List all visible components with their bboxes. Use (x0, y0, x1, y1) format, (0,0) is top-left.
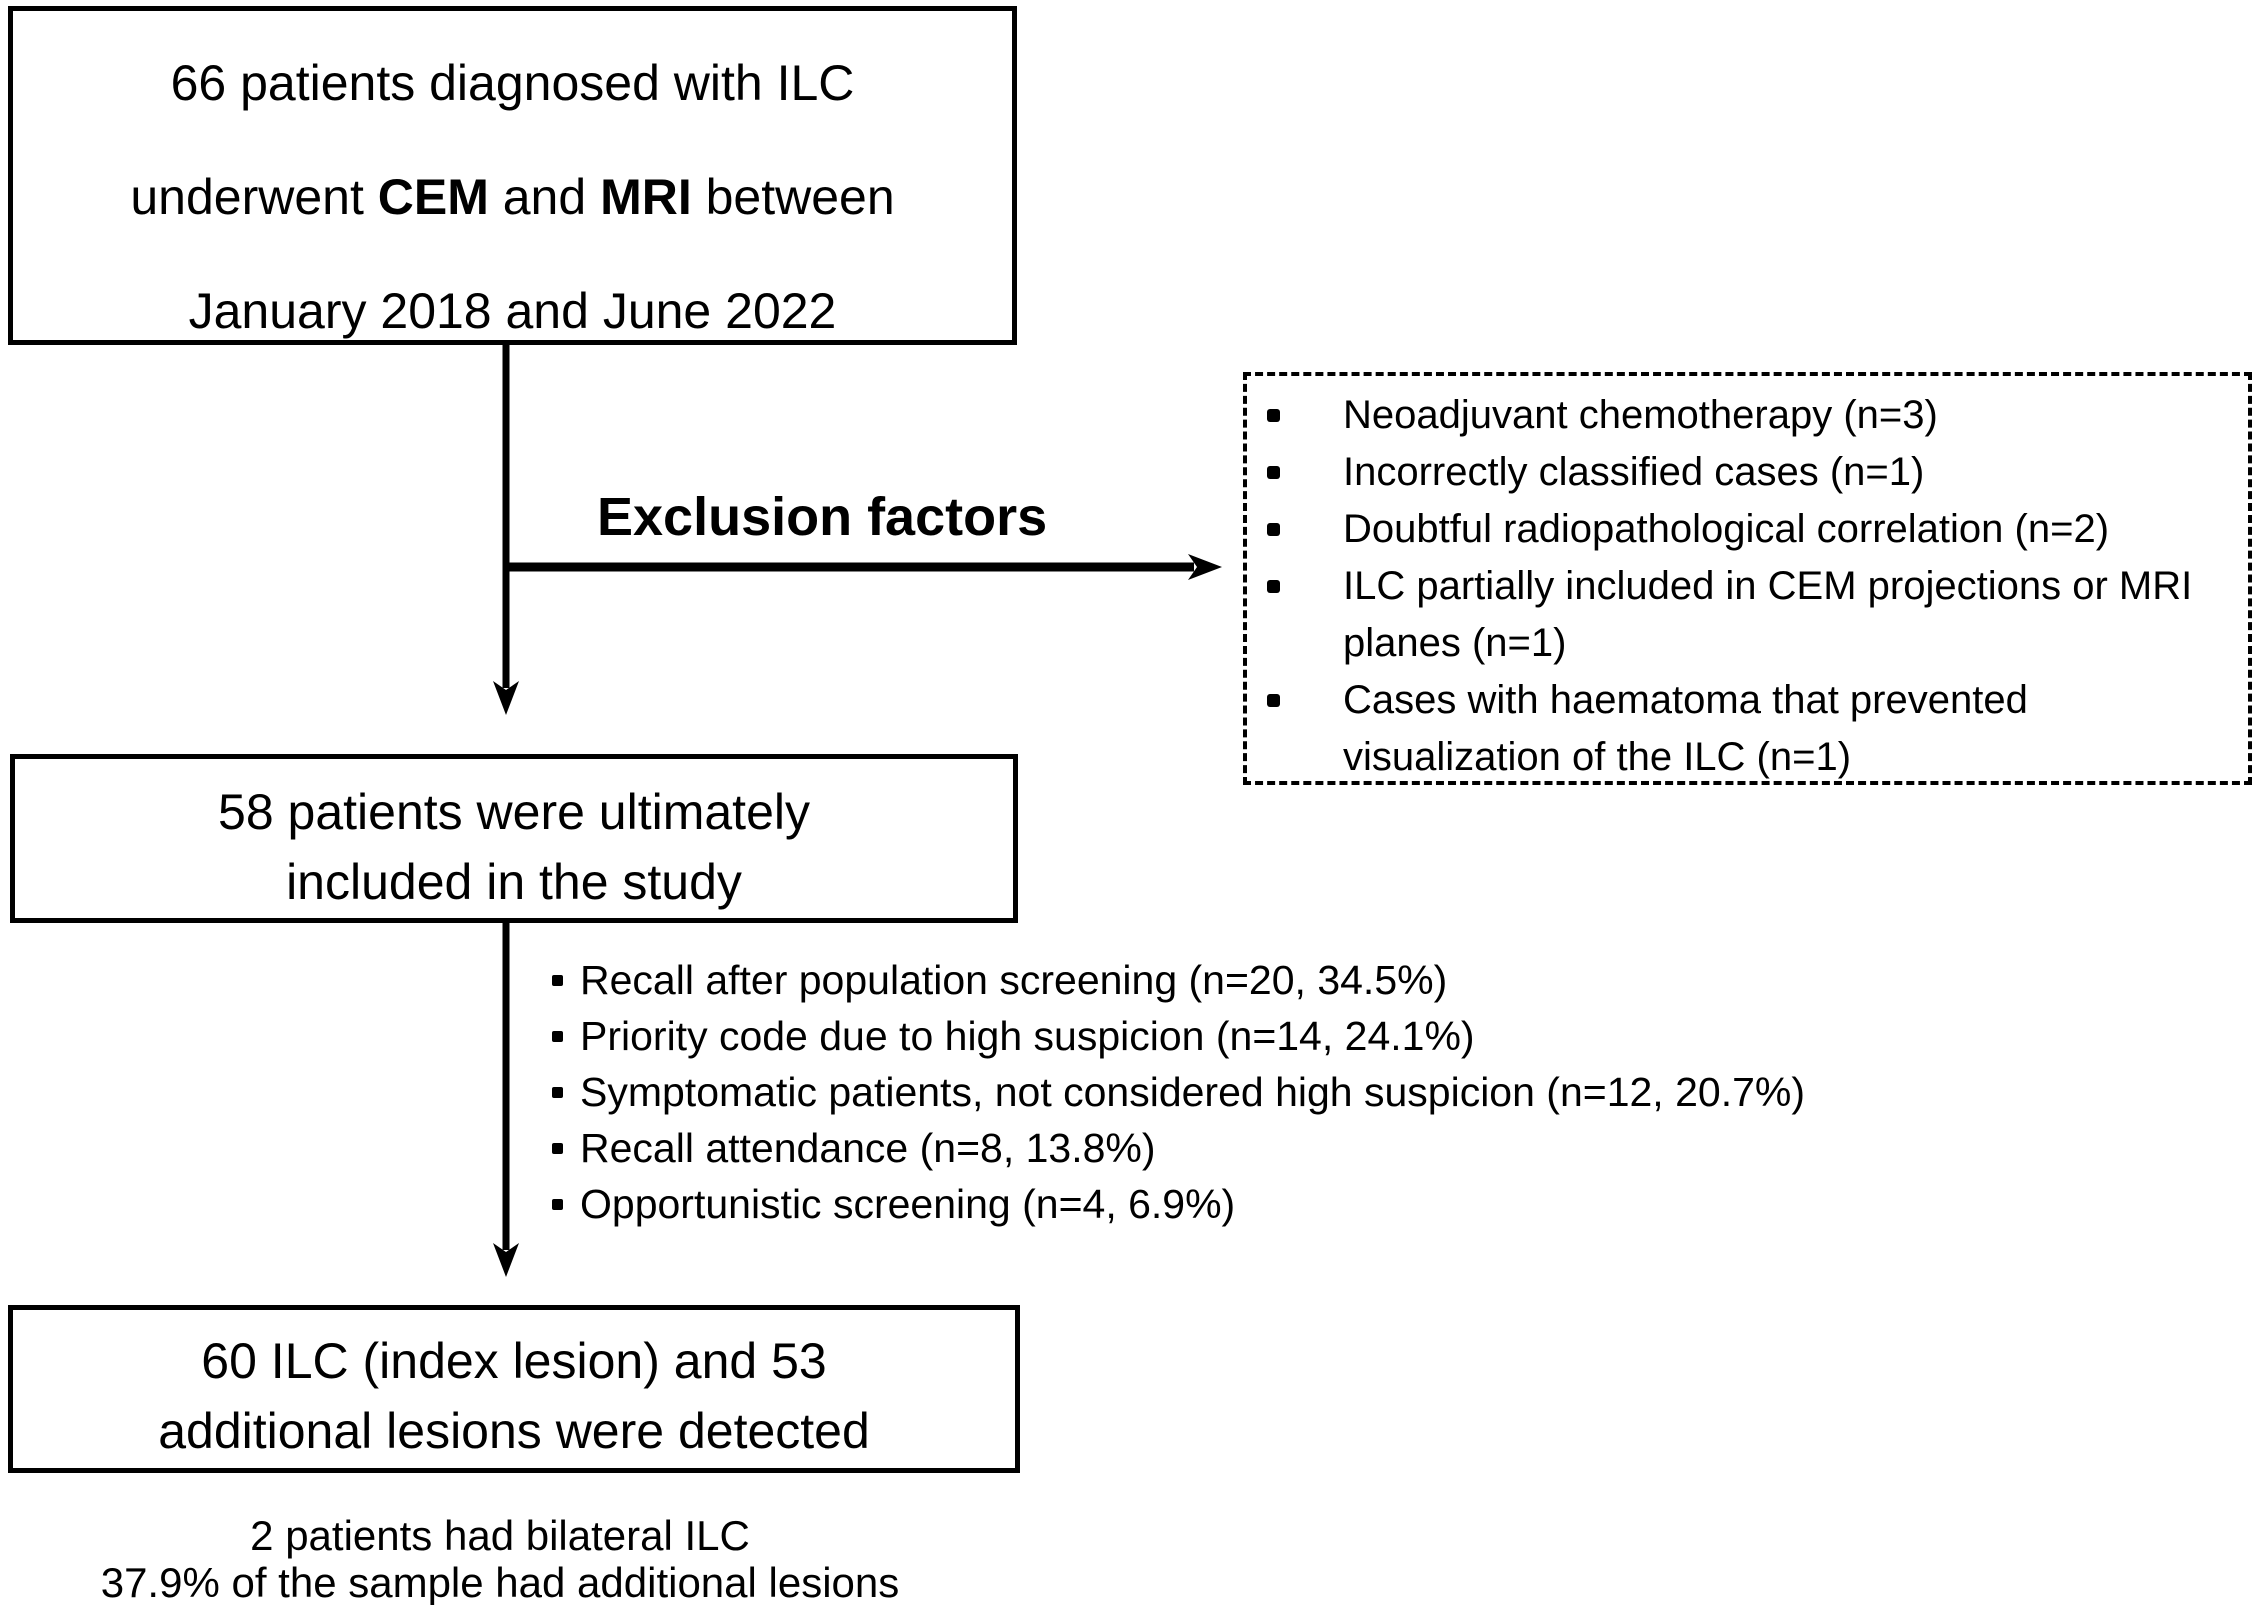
list-item: Incorrectly classified cases (n=1) (1267, 444, 2224, 501)
footnote-line: 2 patients had bilateral ILC (250, 1512, 750, 1559)
list-item: Recall attendance (n=8, 13.8%) (552, 1120, 1805, 1176)
node-diagnosed-patients: 66 patients diagnosed with ILC underwent… (8, 6, 1017, 345)
bullet-icon (1267, 409, 1280, 422)
list-item: Opportunistic screening (n=4, 6.9%) (552, 1176, 1805, 1232)
arrow-right-to-exclusion-box (503, 554, 1222, 580)
bullet-icon (1267, 523, 1280, 536)
list-item: Doubtful radiopathological correlation (… (1267, 501, 2224, 558)
bullet-icon (552, 975, 563, 986)
bullet-icon (1267, 466, 1280, 479)
arrowhead-down-icon (493, 681, 519, 715)
list-item: Priority code due to high suspicion (n=1… (552, 1008, 1805, 1064)
arrow-down-to-detected-box (493, 923, 519, 1277)
list-item: ILC partially included in CEM projection… (1267, 558, 2224, 672)
node-lesions-detected: 60 ILC (index lesion) and 53 additional … (8, 1305, 1020, 1473)
bullet-icon (552, 1087, 563, 1098)
node-text-line: January 2018 and June 2022 (188, 283, 837, 339)
list-item-text: Neoadjuvant chemotherapy (n=3) (1343, 393, 1938, 437)
node-text-line: 58 patients were ultimately (218, 784, 810, 840)
arrowhead-right-icon (1188, 554, 1222, 580)
node-text-line: additional lesions were detected (158, 1403, 870, 1459)
list-item-text: Recall attendance (n=8, 13.8%) (580, 1125, 1156, 1171)
bullet-icon (552, 1199, 563, 1210)
exclusion-list: Neoadjuvant chemotherapy (n=3) Incorrect… (1267, 387, 2224, 786)
node-text-line: 60 ILC (index lesion) and 53 (201, 1333, 827, 1389)
footnote: 2 patients had bilateral ILC 37.9% of th… (0, 1512, 1000, 1605)
list-item: Neoadjuvant chemotherapy (n=3) (1267, 387, 2224, 444)
node-text-line: underwent CEM and MRI between (130, 169, 895, 225)
arrow-down-to-included-box (493, 345, 519, 715)
list-item-text: ILC partially included in CEM projection… (1343, 564, 2193, 665)
bullet-icon (1267, 694, 1280, 707)
list-item: Recall after population screening (n=20,… (552, 952, 1805, 1008)
arrowhead-down-icon (493, 1243, 519, 1277)
list-item: Cases with haematoma that prevented visu… (1267, 672, 2224, 786)
list-item-text: Incorrectly classified cases (n=1) (1343, 450, 1925, 494)
bullet-icon (552, 1143, 563, 1154)
node-text-line: 66 patients diagnosed with ILC (170, 55, 855, 111)
footnote-line: 37.9% of the sample had additional lesio… (100, 1559, 900, 1605)
list-item-text: Opportunistic screening (n=4, 6.9%) (580, 1181, 1236, 1227)
exclusion-factors-box: Neoadjuvant chemotherapy (n=3) Incorrect… (1243, 372, 2252, 785)
bullet-icon (1267, 580, 1280, 593)
list-item-text: Cases with haematoma that prevented visu… (1343, 678, 2028, 779)
list-item-text: Priority code due to high suspicion (n=1… (580, 1013, 1475, 1059)
list-item: Symptomatic patients, not considered hig… (552, 1064, 1805, 1120)
list-item-text: Symptomatic patients, not considered hig… (580, 1069, 1805, 1115)
exclusion-factors-label: Exclusion factors (597, 487, 1048, 547)
list-item-text: Recall after population screening (n=20,… (580, 957, 1448, 1003)
node-included-patients: 58 patients were ultimately included in … (10, 754, 1018, 923)
list-item-text: Doubtful radiopathological correlation (… (1343, 507, 2110, 551)
bullet-icon (552, 1031, 563, 1042)
node-text-line: included in the study (286, 854, 742, 910)
referral-route-list: Recall after population screening (n=20,… (552, 952, 1805, 1232)
